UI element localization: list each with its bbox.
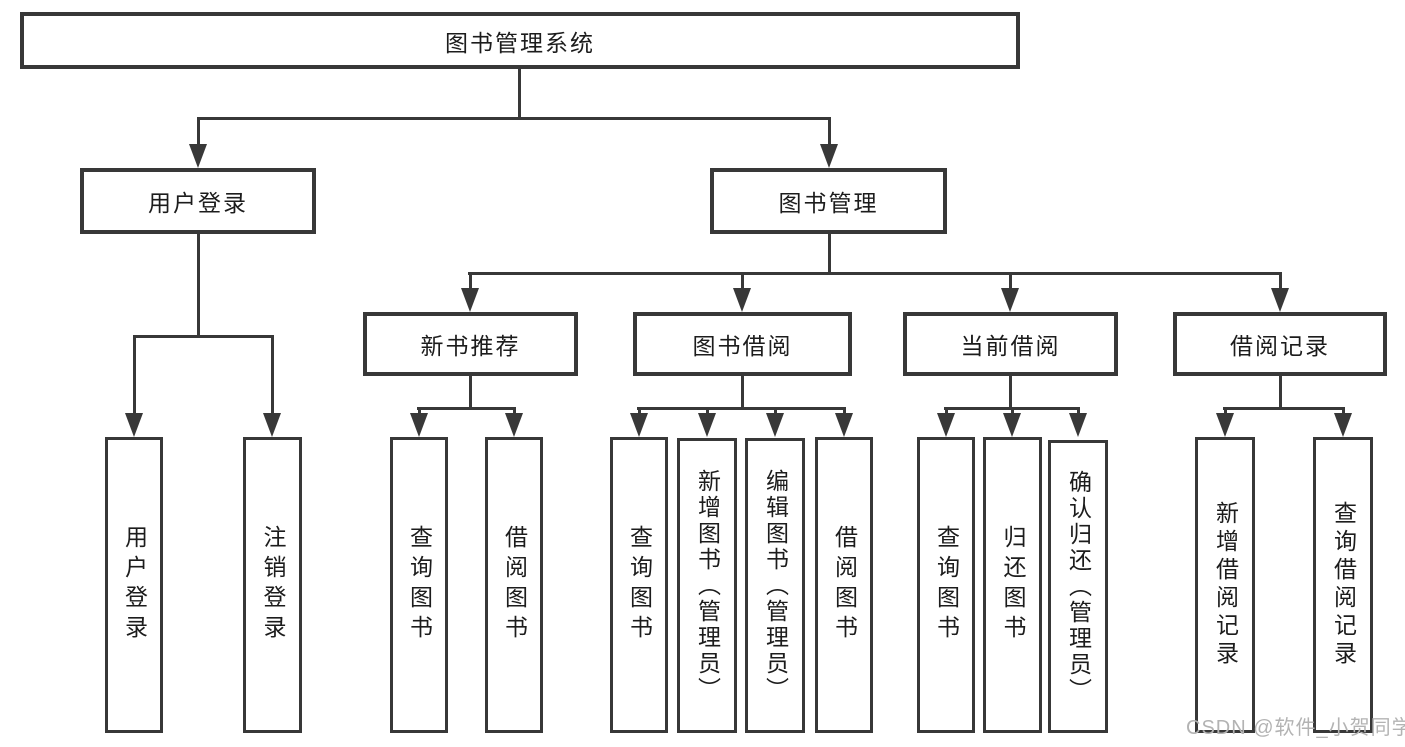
node-borrow-records-label: 借阅记录	[1230, 333, 1330, 359]
arrow-down-icon	[1069, 413, 1087, 437]
leaf-query-books-current-label: 查询图书	[933, 525, 960, 645]
connector-drop-leaf	[638, 407, 641, 417]
connector-drop-leaf	[271, 335, 274, 417]
leaf-query-books-current: 查询图书	[917, 437, 975, 733]
connector-drop-leaf	[843, 407, 846, 417]
connector-book-mgmt-rail	[468, 272, 1281, 275]
node-borrow-records: 借阅记录	[1173, 312, 1387, 376]
leaf-logout: 注销登录	[243, 437, 302, 733]
connector-drop-new-book	[469, 272, 472, 292]
connector-user-login-rail	[133, 335, 274, 338]
connector-drop-leaf	[418, 407, 421, 417]
connector-user-login-stem	[197, 233, 200, 335]
arrow-down-icon	[410, 413, 428, 437]
node-root-label: 图书管理系统	[445, 29, 595, 56]
leaf-confirm-return-admin-label: 确认归还（管理员）	[1065, 469, 1092, 704]
node-user-login: 用户登录	[80, 168, 316, 234]
leaf-add-borrow-record-label: 新增借阅记录	[1212, 501, 1239, 669]
leaf-add-borrow-record: 新增借阅记录	[1195, 437, 1255, 733]
leaf-query-borrow-record: 查询借阅记录	[1313, 437, 1373, 733]
leaf-user-login-label: 用户登录	[121, 525, 148, 645]
connector-drop-leaf	[1077, 407, 1080, 417]
arrow-down-icon	[698, 413, 716, 437]
connector-stem	[469, 376, 472, 410]
leaf-query-books-recommend: 查询图书	[390, 437, 448, 733]
arrow-down-icon	[1003, 413, 1021, 437]
node-user-login-label: 用户登录	[148, 190, 248, 216]
leaf-add-books-admin-label: 新增图书（管理员）	[694, 468, 721, 703]
leaf-borrow-books-label: 借阅图书	[831, 525, 858, 645]
connector-drop-user-login	[197, 117, 200, 149]
connector-stem	[741, 376, 744, 410]
node-book-borrow: 图书借阅	[633, 312, 852, 376]
node-root: 图书管理系统	[20, 12, 1020, 69]
arrow-down-icon	[937, 413, 955, 437]
node-book-management: 图书管理	[710, 168, 947, 234]
arrow-down-icon	[1271, 288, 1289, 312]
node-current-borrow-label: 当前借阅	[960, 333, 1061, 359]
leaf-confirm-return-admin: 确认归还（管理员）	[1048, 440, 1108, 733]
connector-book-mgmt-stem	[828, 233, 831, 274]
node-book-management-label: 图书管理	[778, 190, 879, 216]
leaf-borrow-books-recommend: 借阅图书	[485, 437, 543, 733]
leaf-query-borrow-record-label: 查询借阅记录	[1330, 501, 1357, 669]
connector-root-stem	[518, 69, 521, 117]
connector-rail	[637, 407, 846, 410]
leaf-query-books-recommend-label: 查询图书	[406, 525, 433, 645]
arrow-down-icon	[733, 288, 751, 312]
node-new-book-recommend: 新书推荐	[363, 312, 578, 376]
node-current-borrow: 当前借阅	[903, 312, 1118, 376]
arrow-down-icon	[1001, 288, 1019, 312]
leaf-logout-label: 注销登录	[260, 525, 286, 645]
connector-stem	[1279, 376, 1282, 410]
leaf-borrow-books-recommend-label: 借阅图书	[501, 525, 528, 645]
arrow-down-icon	[630, 413, 648, 437]
connector-rail	[417, 407, 516, 410]
arrow-down-icon	[766, 413, 784, 437]
connector-drop-leaf	[133, 335, 136, 417]
leaf-return-books: 归还图书	[983, 437, 1042, 733]
leaf-borrow-books: 借阅图书	[815, 437, 873, 733]
connector-root-rail	[197, 117, 831, 120]
leaf-query-books-borrow-label: 查询图书	[626, 525, 653, 645]
csdn-watermark: CSDN @软件_小贺同学	[1186, 717, 1405, 739]
connector-drop-leaf	[774, 407, 777, 417]
arrow-down-icon	[820, 144, 838, 168]
leaf-user-login: 用户登录	[105, 437, 163, 733]
leaf-add-books-admin: 新增图书（管理员）	[677, 438, 737, 733]
leaf-edit-books-admin-label: 编辑图书（管理员）	[762, 468, 789, 703]
leaf-query-books-borrow: 查询图书	[610, 437, 668, 733]
connector-drop-borrow-records	[1279, 272, 1282, 292]
arrow-down-icon	[835, 413, 853, 437]
arrow-down-icon	[505, 413, 523, 437]
arrow-down-icon	[461, 288, 479, 312]
connector-rail	[1223, 407, 1345, 410]
leaf-return-books-label: 归还图书	[1000, 525, 1026, 645]
connector-drop-leaf	[1342, 407, 1345, 417]
connector-drop-leaf	[1224, 407, 1227, 417]
arrow-down-icon	[1334, 413, 1352, 437]
connector-drop-book-borrow	[741, 272, 744, 292]
connector-drop-current-borrow	[1009, 272, 1012, 292]
connector-drop-leaf	[706, 407, 709, 417]
arrow-down-icon	[263, 413, 281, 437]
connector-stem	[1009, 376, 1012, 410]
connector-drop-book-mgmt	[828, 117, 831, 149]
connector-drop-leaf	[1011, 407, 1014, 417]
connector-drop-leaf	[945, 407, 948, 417]
arrow-down-icon	[125, 413, 143, 437]
node-new-book-recommend-label: 新书推荐	[420, 333, 521, 359]
node-book-borrow-label: 图书借阅	[692, 333, 793, 359]
arrow-down-icon	[1216, 413, 1234, 437]
connector-drop-leaf	[513, 407, 516, 417]
arrow-down-icon	[189, 144, 207, 168]
leaf-edit-books-admin: 编辑图书（管理员）	[745, 438, 805, 733]
